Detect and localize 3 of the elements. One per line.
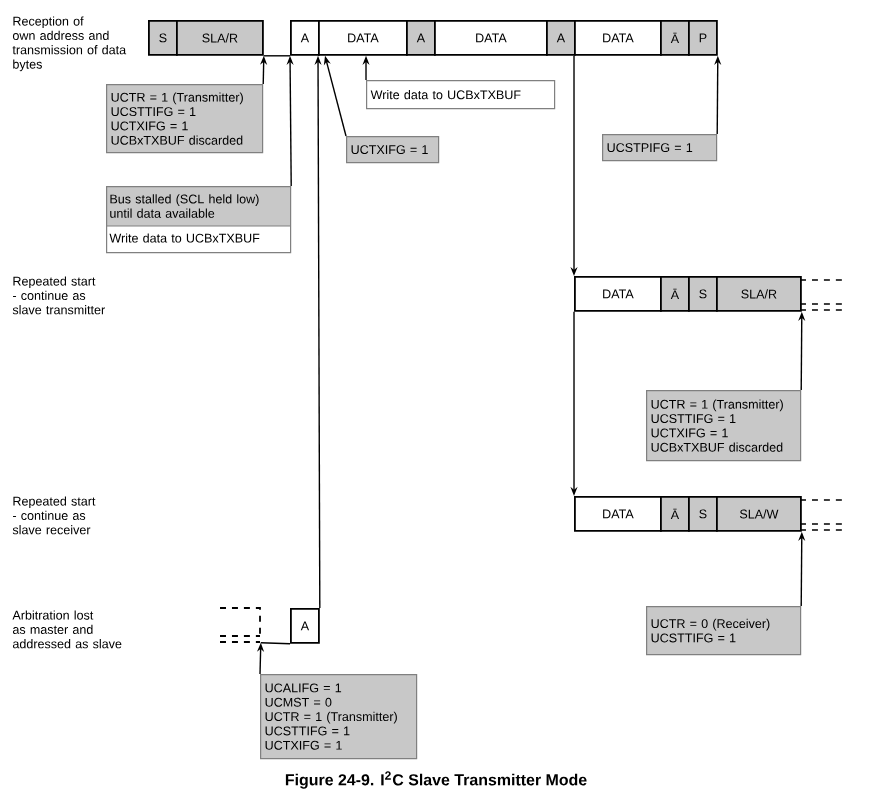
connector-line [263, 55, 291, 57]
connector-line [260, 642, 291, 645]
dashed-frame [219, 607, 261, 643]
